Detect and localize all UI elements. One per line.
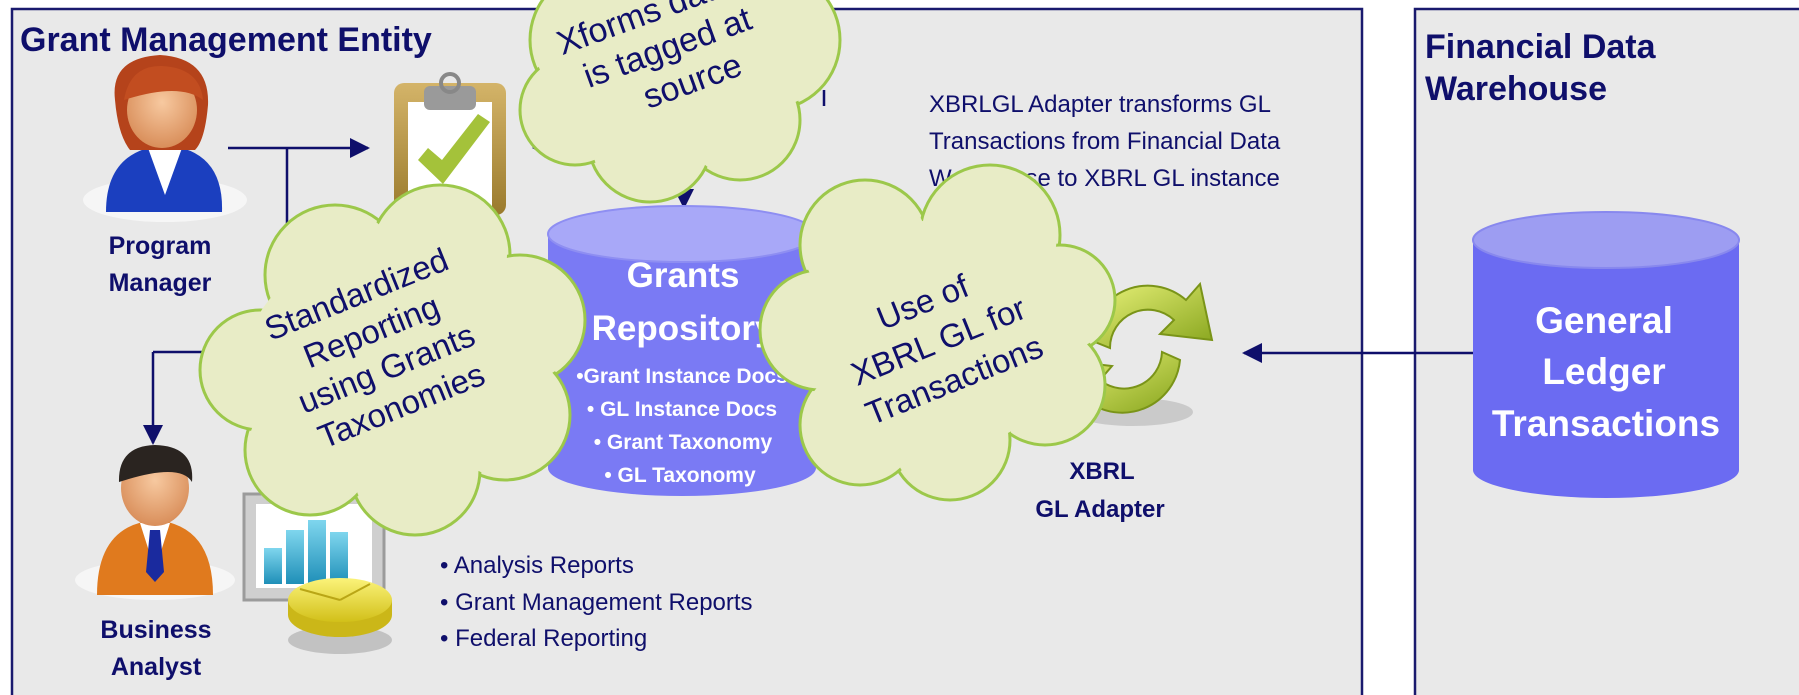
report-item: • Analysis Reports [440,552,634,579]
report-item: • Federal Reporting [440,625,647,652]
general-ledger-line3: Transactions [1492,403,1720,444]
warehouse-title-line1: Financial Data [1425,28,1657,66]
business-analyst-label-line1: Business [100,616,211,644]
xforms-callout-cloud: Xforms data is tagged at source [518,0,842,204]
repository-title-line2: Repository [592,309,775,348]
repository-item: •Grant Instance Docs [576,365,788,388]
xbrl-gl-transactions-cloud: Use of XBRL GL for Transactions [758,163,1117,502]
repository-title-line1: Grants [627,256,740,295]
adapter-label-line1: XBRL [1069,458,1134,485]
program-manager-label-line2: Manager [109,269,212,297]
businessman-icon [75,445,235,600]
adapter-note-line1: XBRLGL Adapter transforms GL [929,91,1271,118]
repository-item: • GL Taxonomy [604,464,756,487]
repository-item: • GL Instance Docs [587,398,777,421]
standardized-reporting-cloud: Standardized Reporting using Grants Taxo… [198,183,587,537]
program-manager-label-line1: Program [109,232,212,260]
adapter-label-line2: GL Adapter [1035,496,1164,523]
chart-report-icon [242,492,392,654]
businesswoman-icon [83,55,247,222]
repository-item: • Grant Taxonomy [594,431,773,454]
entity-panel-title: Grant Management Entity [20,21,432,59]
grants-repository-cylinder [547,205,817,496]
business-analyst-label-line2: Analyst [111,653,202,681]
general-ledger-line2: Ledger [1542,351,1665,392]
report-item: • Grant Management Reports [440,589,753,616]
general-ledger-cylinder [1472,211,1740,498]
general-ledger-line1: General [1535,300,1673,341]
warehouse-title-line2: Warehouse [1425,70,1607,108]
adapter-note-line2: Transactions from Financial Data [929,128,1281,155]
